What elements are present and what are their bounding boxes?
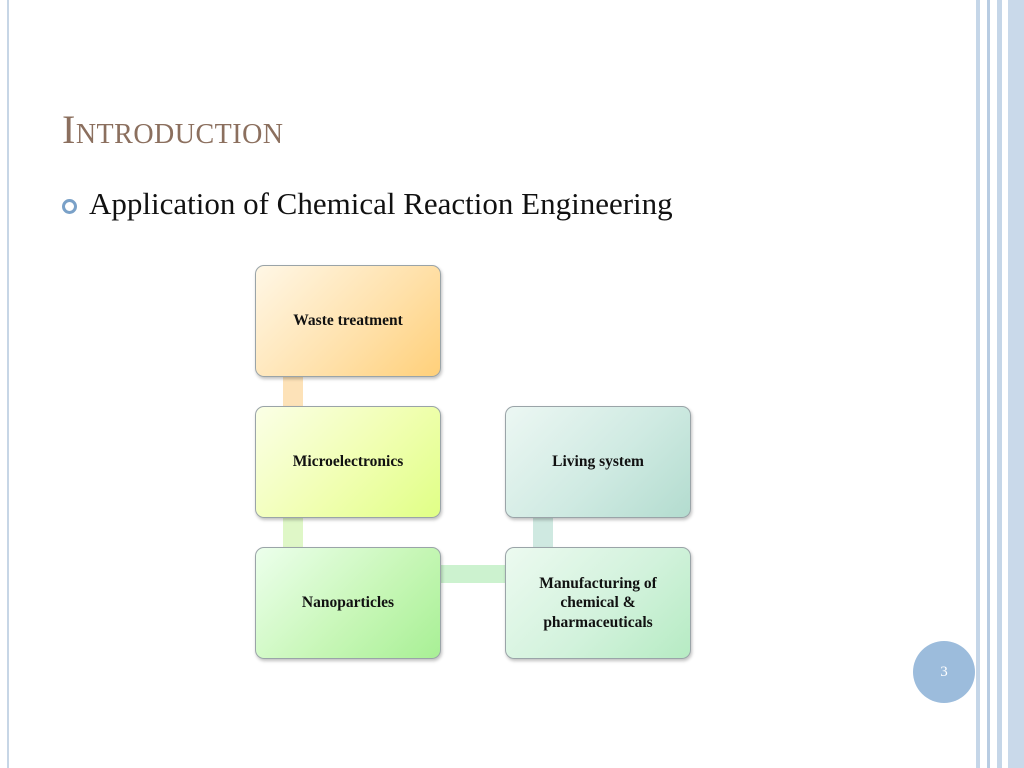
node-manufacturing: Manufacturing of chemical & pharmaceutic…	[505, 547, 691, 659]
connector-micro-nano	[283, 518, 303, 548]
node-living-system: Living system	[505, 406, 691, 518]
page-number-badge: 3	[913, 641, 975, 703]
left-border-line	[7, 0, 9, 768]
node-nanoparticles: Nanoparticles	[255, 547, 441, 659]
node-waste-treatment: Waste treatment	[255, 265, 441, 377]
connector-nano-manufacturing	[441, 565, 506, 583]
connector-living-manufacturing	[533, 518, 553, 548]
right-decorative-stripes	[976, 0, 1024, 768]
bullet-circle-icon	[62, 198, 77, 214]
connector-waste-micro	[283, 377, 303, 407]
node-microelectronics: Microelectronics	[255, 406, 441, 518]
slide-title: Introduction	[62, 107, 284, 152]
bullet-text: Application of Chemical Reaction Enginee…	[89, 186, 673, 221]
bullet-item: Application of Chemical Reaction Enginee…	[62, 186, 673, 222]
